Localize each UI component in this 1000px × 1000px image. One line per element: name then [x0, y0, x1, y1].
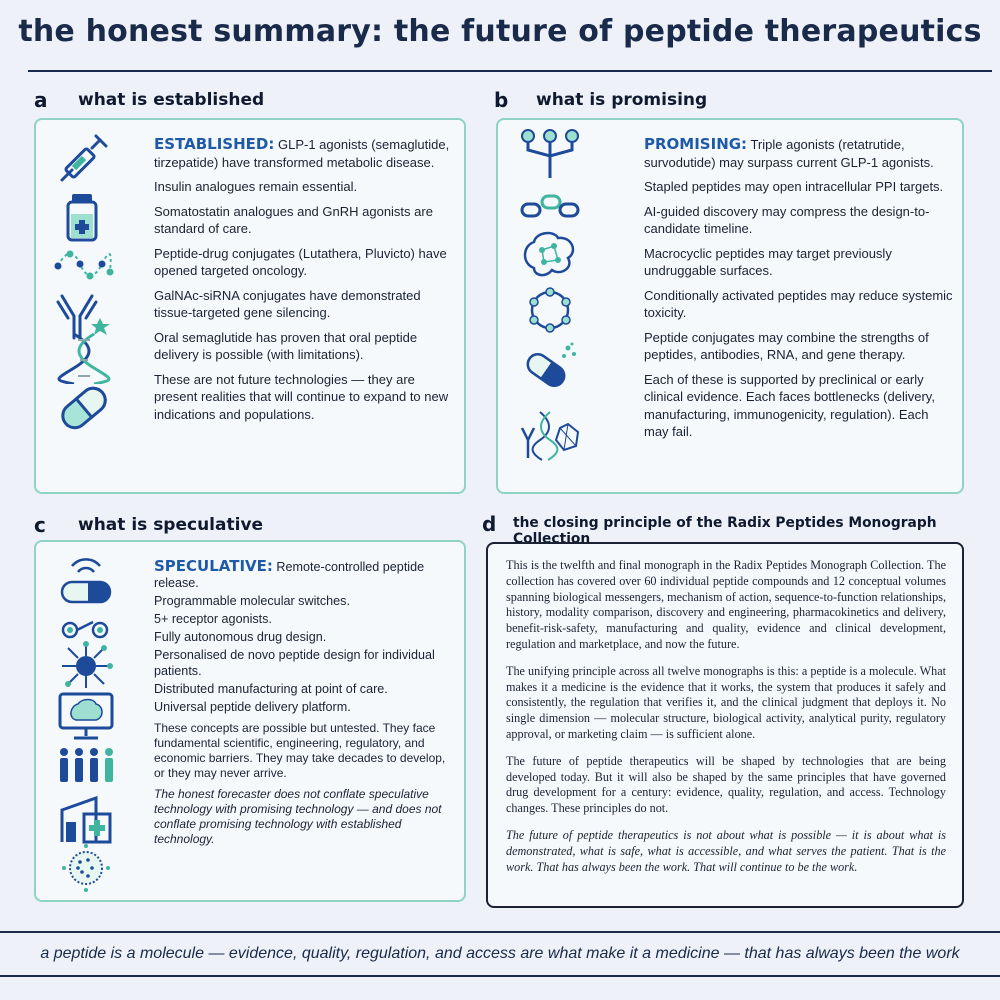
established-item: Insulin analogues remain essential. — [154, 179, 358, 194]
peptide-chain-icon — [54, 250, 114, 280]
established-summary: These are not future technologies — they… — [154, 371, 449, 422]
section-a-letter: a — [34, 88, 48, 112]
forecaster-note: The honest forecaster does not conflate … — [154, 787, 442, 846]
macrocycle-icon — [529, 287, 571, 333]
established-keyword: ESTABLISHED: — [154, 135, 275, 153]
dna-icon — [57, 332, 111, 384]
promising-keyword: PROMISING: — [644, 135, 748, 153]
promising-text: PROMISING: Triple agonists (retatrutide,… — [644, 135, 954, 448]
promising-summary: Each of these is supported by preclinica… — [644, 371, 935, 440]
nanoparticle-icon — [62, 844, 110, 892]
closing-principle-text: This is the twelfth and final monograph … — [506, 558, 946, 886]
established-item: Somatostatin analogues and GnRH agonists… — [154, 203, 433, 237]
section-d-letter: d — [482, 512, 497, 536]
established-item: GLP-1 agonists (semaglutide, tirzepatide… — [154, 137, 450, 170]
closing-principle-panel: This is the twelfth and final monograph … — [486, 542, 964, 908]
activated-capsule-icon — [526, 342, 576, 387]
established-item: Peptide-drug conjugates (Lutathera, Pluv… — [154, 245, 447, 279]
ai-monitor-icon — [58, 692, 114, 740]
speculative-item: 5+ receptor agonists. — [154, 612, 272, 626]
syringe-icon — [60, 134, 108, 182]
section-c-title: what is speculative — [78, 515, 264, 535]
promising-panel: PROMISING: Triple agonists (retatrutide,… — [496, 118, 964, 494]
promising-item: Conditionally activated peptides may red… — [644, 287, 953, 321]
speculative-item: Fully autonomous drug design. — [154, 630, 327, 644]
page-title: the honest summary: the future of peptid… — [18, 14, 982, 49]
section-c-letter: c — [34, 513, 46, 537]
speculative-item: Universal peptide delivery platform. — [154, 700, 351, 714]
stapled-peptide-icon — [520, 194, 580, 218]
section-b-letter: b — [494, 88, 509, 112]
speculative-panel: SPECULATIVE: Remote-controlled peptide r… — [34, 540, 466, 902]
promising-item: Triple agonists (retatrutide, survodutid… — [644, 137, 934, 170]
established-item: GalNAc-siRNA conjugates have demonstrate… — [154, 287, 421, 321]
speculative-summary: These concepts are possible but untested… — [154, 721, 446, 780]
speculative-item: Programmable molecular switches. — [154, 594, 350, 608]
molecular-switch-icon — [61, 620, 109, 639]
ai-brain-icon — [523, 231, 575, 277]
speculative-item: Remote-controlled peptide release. — [154, 560, 425, 590]
section-b-title: what is promising — [536, 90, 708, 110]
speculative-item: Distributed manufacturing at point of ca… — [154, 682, 388, 696]
antibody-icon — [56, 294, 110, 340]
title-divider — [28, 70, 992, 72]
wireless-capsule-icon — [60, 558, 112, 604]
established-panel: ESTABLISHED: GLP-1 agonists (semaglutide… — [34, 118, 466, 494]
capsule-icon — [61, 386, 107, 430]
triple-agonist-icon — [521, 129, 579, 178]
speculative-keyword: SPECULATIVE: — [154, 557, 273, 575]
footer-tagline: a peptide is a molecule — evidence, qual… — [0, 931, 1000, 977]
promising-item: Peptide conjugates may combine the stren… — [644, 329, 929, 363]
promising-item: AI-guided discovery may compress the des… — [644, 203, 930, 237]
speculative-item: Personalised de novo peptide design for … — [154, 648, 435, 678]
patients-icon — [60, 748, 113, 782]
promising-item: Macrocyclic peptides may target previous… — [644, 245, 892, 279]
receptor-network-icon — [62, 641, 113, 688]
promising-item: Stapled peptides may open intracellular … — [644, 179, 944, 194]
closing-paragraph: The future of peptide therapeutics is no… — [506, 827, 946, 874]
established-text: ESTABLISHED: GLP-1 agonists (semaglutide… — [154, 135, 454, 430]
conjugate-icon — [520, 411, 580, 461]
closing-paragraph: The future of peptide therapeutics will … — [506, 753, 946, 816]
speculative-text: SPECULATIVE: Remote-controlled peptide r… — [154, 558, 454, 854]
established-item: Oral semaglutide has proven that oral pe… — [154, 329, 418, 363]
closing-paragraph: This is the twelfth and final monograph … — [506, 558, 946, 651]
clinic-icon — [60, 795, 112, 844]
section-a-title: what is established — [78, 90, 265, 110]
vial-icon — [66, 194, 98, 242]
closing-paragraph: The unifying principle across all twelve… — [506, 663, 946, 741]
